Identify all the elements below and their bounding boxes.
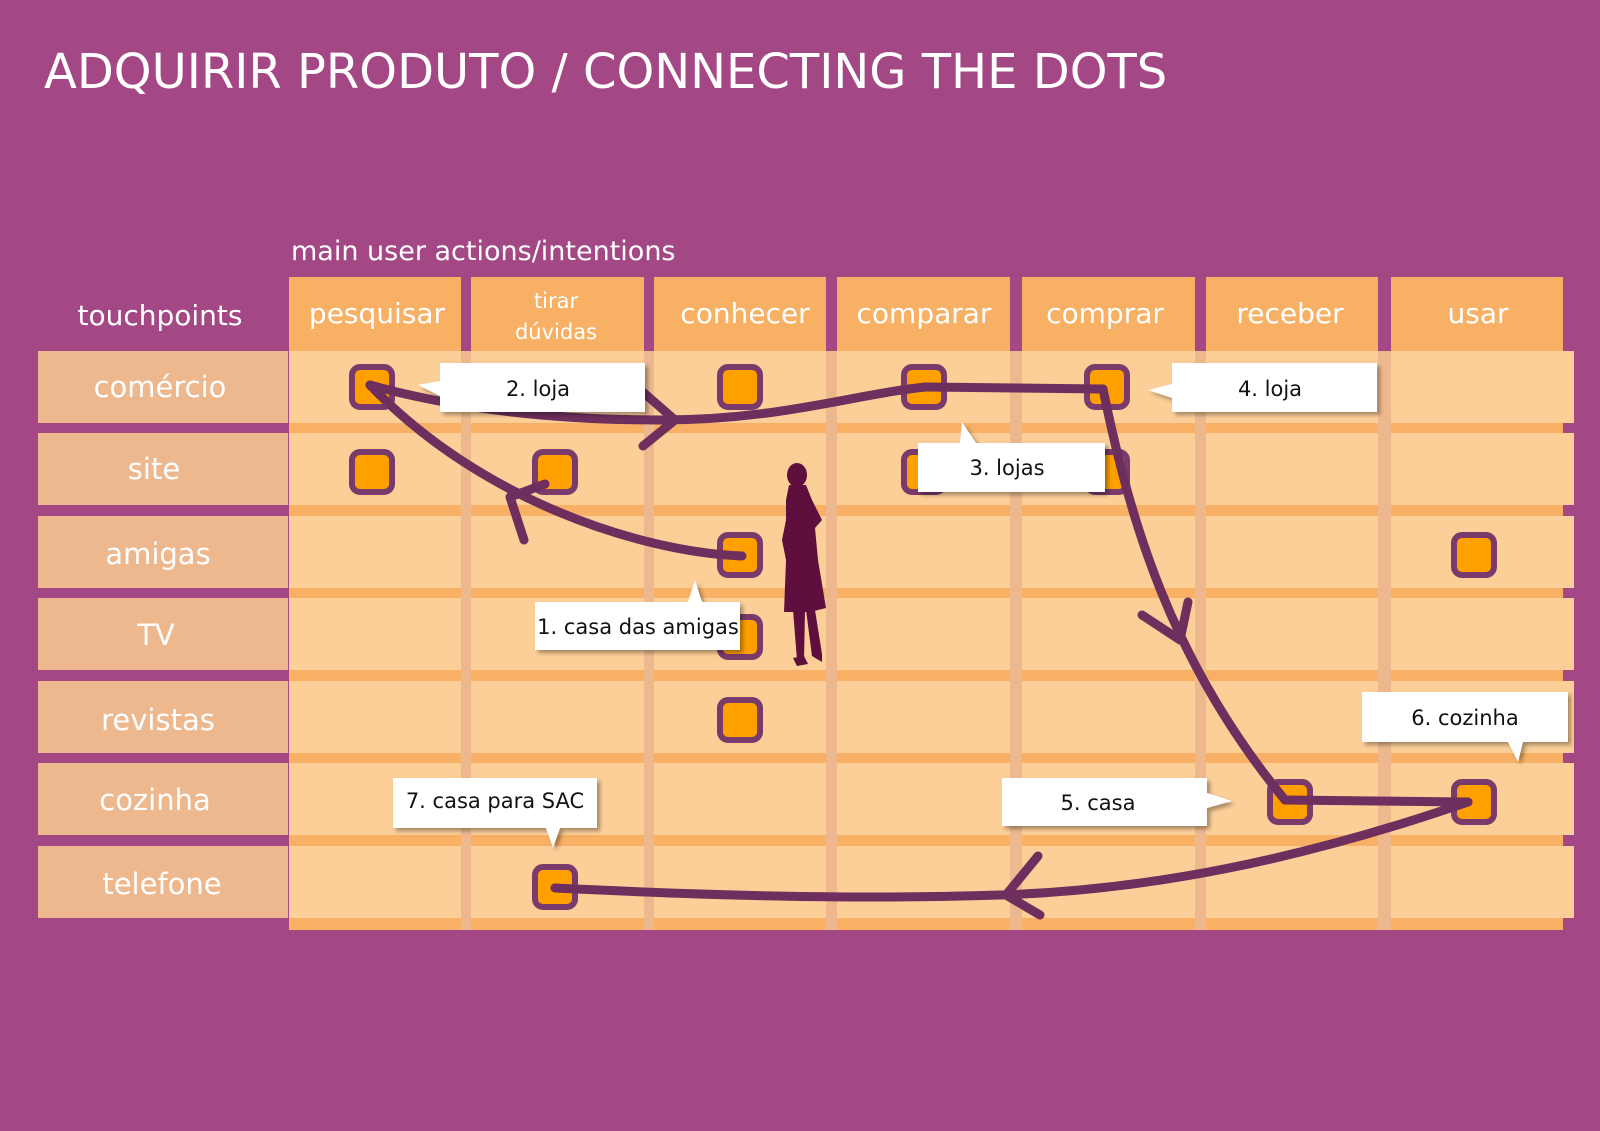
column-header-usar: usar — [1447, 297, 1508, 330]
column-header-comprar: comprar — [1046, 297, 1164, 330]
callout-bubble — [1362, 692, 1568, 762]
path-segment-5 — [1098, 384, 1290, 805]
callout-5-casa — [1002, 778, 1232, 826]
arrowhead-1 — [505, 479, 550, 545]
callout-4-text: 4. loja — [1238, 377, 1302, 401]
callout-1-text: 1. casa das amigas — [537, 615, 739, 639]
callout-bubble — [1148, 363, 1377, 412]
callout-7-text: 7. casa para SAC — [406, 789, 584, 813]
callout-bubble — [393, 778, 597, 848]
callout-1-casa-das-amigas — [535, 580, 740, 650]
path-segment-1 — [365, 380, 747, 561]
callout-3-text: 3. lojas — [969, 456, 1044, 480]
column-header-receber: receber — [1236, 297, 1344, 330]
callout-4-loja — [1148, 363, 1377, 412]
touchpoint-dot — [349, 449, 395, 495]
touchpoint-dot — [717, 697, 763, 743]
row-label-bg — [38, 598, 288, 670]
path-segment-3 — [655, 382, 930, 425]
row-label-amigas: amigas — [105, 537, 210, 571]
row-label-bg — [38, 433, 288, 505]
row-label-bg — [38, 763, 288, 835]
callout-6-cozinha — [1362, 692, 1568, 762]
arrowhead-3 — [1137, 597, 1193, 645]
callout-6-text: 6. cozinha — [1411, 706, 1518, 730]
page-title: ADQUIRIR PRODUTO / CONNECTING THE DOTS — [44, 44, 1167, 100]
row-label-cozinha: cozinha — [99, 783, 211, 817]
callout-7-casa-para-sac — [393, 778, 597, 848]
row-label-telefone: telefone — [102, 867, 221, 901]
row-label-site: site — [128, 452, 180, 486]
callout-2-loja — [418, 363, 645, 412]
touchpoint-dot — [717, 364, 763, 410]
callout-bubble — [535, 580, 740, 650]
callout-bubble — [418, 363, 645, 412]
woman-silhouette-icon — [782, 463, 826, 666]
row-label-bg — [38, 846, 288, 918]
path-segment-7 — [550, 797, 1473, 902]
callout-3-lojas — [918, 422, 1105, 492]
row-label-bg — [38, 516, 288, 588]
touchpoint-dot — [1451, 532, 1497, 578]
column-header-pesquisar: pesquisar — [309, 297, 446, 330]
callout-bubble — [918, 422, 1105, 492]
path-segment-6 — [1280, 795, 1473, 807]
row-labels — [38, 351, 288, 918]
column-header-comparar: comparar — [857, 297, 992, 330]
touchpoints-label: touchpoints — [78, 299, 243, 332]
row-label-bg — [38, 351, 288, 423]
callout-5-text: 5. casa — [1061, 791, 1136, 815]
row-label-comercio: comércio — [94, 370, 227, 404]
column-header-conhecer: conhecer — [680, 297, 810, 330]
row-label-revistas: revistas — [101, 703, 215, 737]
path-segment-4 — [920, 382, 1108, 394]
callout-2-text: 2. loja — [506, 377, 570, 401]
subtitle: main user actions/intentions — [291, 236, 676, 267]
row-label-bg — [38, 681, 288, 753]
callout-bubble — [1002, 778, 1232, 826]
arrowhead-4 — [1001, 851, 1045, 920]
row-label-tv: TV — [136, 618, 175, 652]
